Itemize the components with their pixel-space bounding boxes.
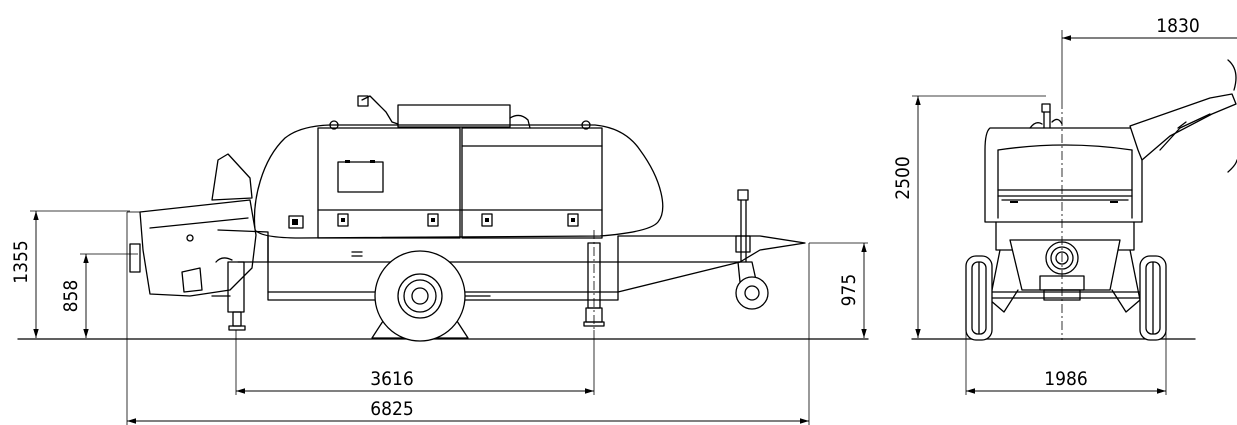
rear-support-leg: [583, 230, 605, 330]
dim-hopper-reach: 1830: [1156, 15, 1200, 37]
hood-label-box: [337, 161, 384, 193]
hood-latches: [288, 213, 579, 229]
dim-total-height: 1355: [10, 240, 32, 284]
hood-panel-left: [317, 127, 461, 239]
dim-support-length: 3616: [370, 368, 414, 390]
dim-rear-height: 2500: [892, 156, 914, 200]
main-wheel: [371, 250, 469, 342]
rear-wheel-left: [965, 255, 993, 341]
dim-hopper-height: 858: [60, 280, 82, 313]
rear-wheel-right: [1139, 255, 1167, 341]
dim-total-length: 6825: [370, 398, 414, 420]
rear-view: 2500 1830 1986: [892, 15, 1237, 395]
hopper-assembly: [129, 153, 269, 331]
side-view: 1355 858 975 3616 6825: [10, 95, 869, 425]
jockey-wheel: [735, 189, 769, 310]
dim-tow-height: 975: [838, 274, 860, 307]
rear-body: [984, 127, 1143, 223]
hood-panel-right: [461, 127, 603, 239]
top-tank: [397, 104, 511, 128]
dim-rear-width: 1986: [1044, 368, 1088, 390]
chassis-frame: [267, 235, 741, 301]
